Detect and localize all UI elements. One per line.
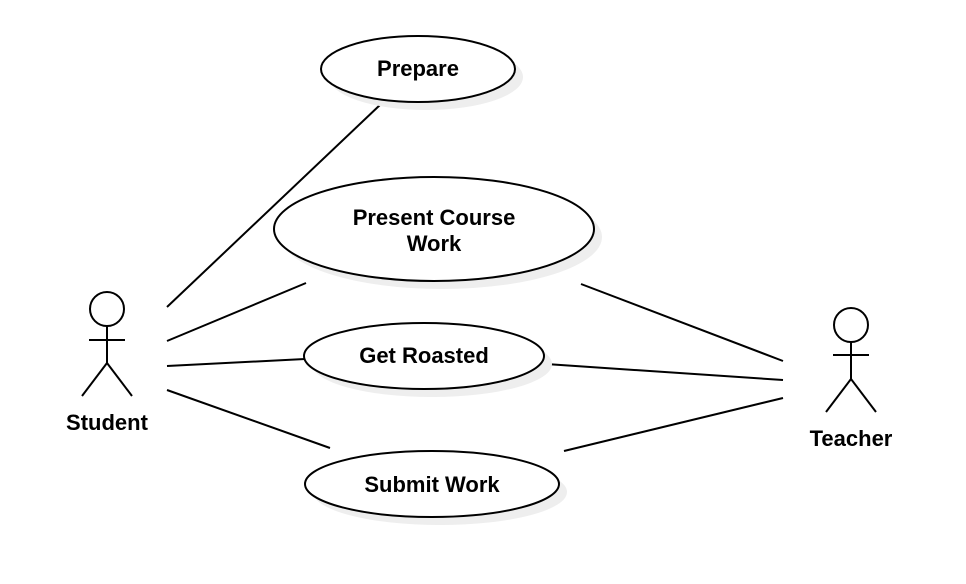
association-teacher-present-course-work[interactable] — [580, 283, 784, 362]
use-case-ellipse — [303, 322, 545, 390]
association-teacher-submit-work[interactable] — [563, 397, 784, 452]
use-case-prepare[interactable]: Prepare — [320, 35, 523, 110]
associations — [166, 103, 784, 452]
use-case-ellipse — [320, 35, 516, 103]
actor-teacher[interactable]: Teacher — [810, 307, 893, 451]
use-case-label-line-2: Work — [407, 231, 462, 256]
association-student-present-course-work[interactable] — [166, 282, 307, 342]
actor-label: Student — [66, 410, 149, 435]
use-case-label-line-1: Present Course — [353, 205, 516, 230]
use-case-ellipse — [304, 450, 560, 518]
use-case-submit-work[interactable]: Submit Work — [304, 450, 567, 525]
stick-figure-icon — [825, 307, 877, 413]
actor-label: Teacher — [810, 426, 893, 451]
association-student-get-roasted[interactable] — [166, 358, 306, 367]
actor-student[interactable]: Student — [66, 291, 149, 435]
stick-figure-icon — [81, 291, 133, 397]
use-case-present-course-work[interactable]: Present Course Work — [273, 176, 602, 289]
use-case-label: Prepare — [377, 56, 459, 81]
use-case-ellipse — [273, 176, 595, 282]
association-student-prepare[interactable] — [166, 103, 382, 308]
use-case-get-roasted[interactable]: Get Roasted — [303, 322, 552, 397]
use-case-label: Get Roasted — [359, 343, 489, 368]
use-case-label: Submit Work — [364, 472, 500, 497]
association-student-submit-work[interactable] — [166, 389, 331, 449]
association-teacher-get-roasted[interactable] — [545, 363, 784, 381]
